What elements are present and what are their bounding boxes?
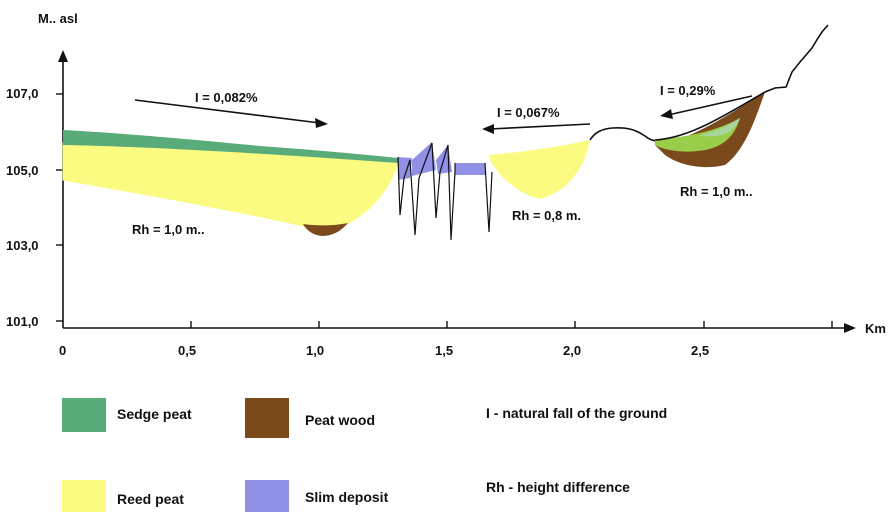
x-tick-label: 0: [59, 343, 66, 358]
legend-note-fall: I - natural fall of the ground: [486, 405, 667, 421]
legend-label-peat-wood: Peat wood: [305, 412, 375, 428]
rh-label-3: Rh = 1,0 m..: [680, 184, 753, 199]
legend-note-height: Rh - height difference: [486, 479, 630, 495]
channel-cuts: [397, 142, 493, 241]
peat-wood-right: [655, 92, 765, 168]
reed-peat-middle: [490, 140, 590, 199]
channel-cut: [409, 142, 433, 236]
y-tick-label: 101,0: [6, 314, 39, 329]
ground-profile: [589, 126, 661, 142]
x-tick-label: 0,5: [178, 343, 196, 358]
legend: Sedge peat Peat wood Reed peat Slim depo…: [62, 398, 667, 512]
channel-cut: [447, 144, 456, 241]
x-axis-unit: Km: [865, 321, 886, 336]
x-ticks: 0 0,5 1,0 1,5 2,0 2,5: [59, 321, 833, 358]
x-tick-label: 1,0: [306, 343, 324, 358]
y-axis-label: M.. asl: [38, 11, 78, 26]
sedge-peat-left: [63, 130, 398, 163]
slope-arrow-1: [134, 99, 328, 128]
slim-deposit-mid1: [412, 142, 436, 176]
slope-label-3: I = 0,29%: [660, 83, 716, 98]
slope-label-1: I = 0,082%: [195, 90, 258, 105]
y-tick-label: 107,0: [6, 86, 39, 101]
x-axis-arrow: [844, 323, 856, 333]
x-tick-label: 2,0: [563, 343, 581, 358]
pale-layer-right: [700, 118, 740, 137]
x-tick-label: 2,5: [691, 343, 709, 358]
legend-swatch-slim-deposit: [245, 480, 289, 512]
y-axis-arrow: [58, 50, 68, 62]
channel-cut: [484, 162, 493, 233]
legend-label-reed-peat: Reed peat: [117, 491, 184, 507]
channel-cut: [431, 142, 449, 219]
hill-profile: [654, 24, 829, 141]
slope-label-2: I = 0,067%: [497, 105, 560, 120]
slope-arrow-2: [482, 123, 591, 134]
slim-deposit-right: [455, 163, 485, 175]
legend-swatch-reed-peat: [62, 480, 106, 512]
sedge-peat-right: [655, 118, 740, 152]
legend-swatch-sedge-peat: [62, 398, 106, 432]
y-tick-label: 105,0: [6, 163, 39, 178]
legend-label-sedge-peat: Sedge peat: [117, 406, 192, 422]
channel-cut: [397, 156, 411, 216]
legend-swatch-peat-wood: [245, 398, 289, 438]
peat-wood-left: [303, 223, 348, 236]
rh-label-1: Rh = 1,0 m..: [132, 222, 205, 237]
y-tick-label: 103,0: [6, 238, 39, 253]
x-tick-label: 1,5: [435, 343, 453, 358]
y-ticks: 107,0 105,0 103,0 101,0: [6, 86, 63, 329]
slope-arrow-3: [660, 95, 753, 119]
rh-label-2: Rh = 0,8 m.: [512, 208, 581, 223]
legend-label-slim-deposit: Slim deposit: [305, 489, 389, 505]
